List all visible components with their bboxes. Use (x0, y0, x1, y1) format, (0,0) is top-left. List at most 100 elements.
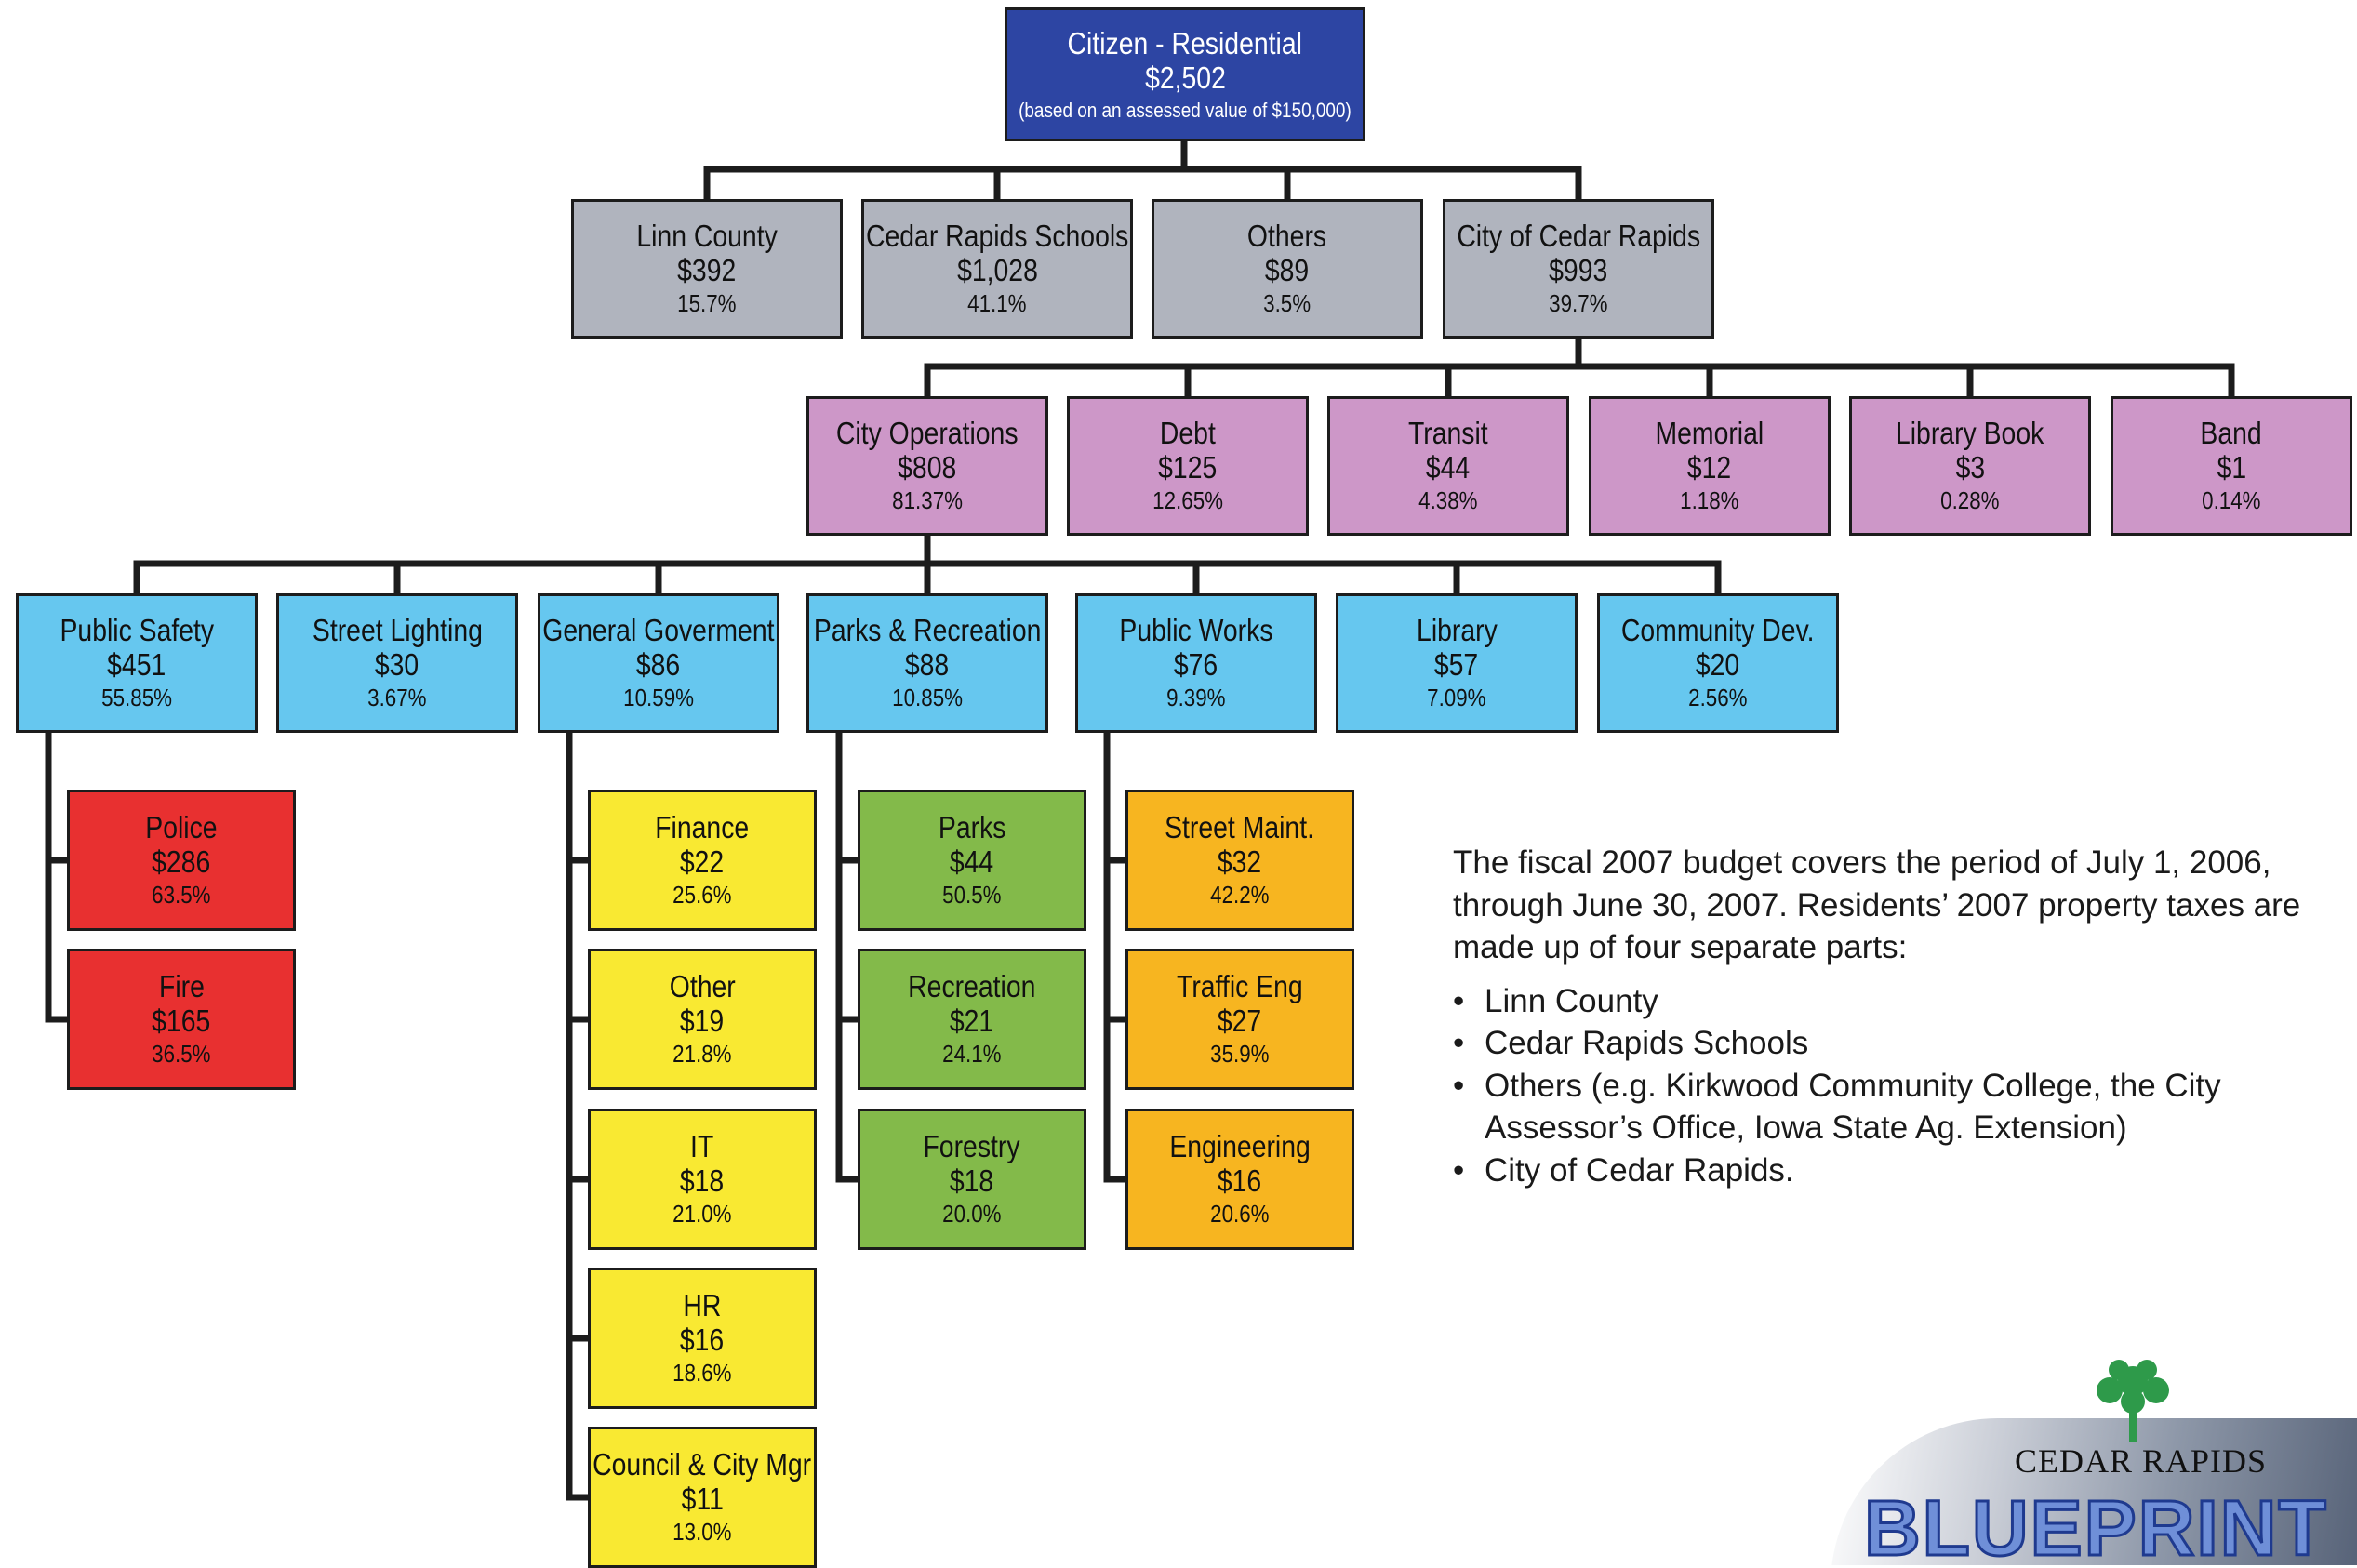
node-amount: $27 (1218, 1003, 1262, 1039)
node-percent: 50.5% (942, 881, 1002, 910)
node-amount: $125 (1158, 450, 1218, 485)
node-percent: 0.28% (1940, 486, 2000, 515)
node-name: Finance (655, 810, 750, 845)
node-percent: 41.1% (967, 289, 1027, 318)
tree-icon (2097, 1360, 2169, 1442)
node-name: Community Dev. (1621, 613, 1815, 648)
node-name: Library Book (1896, 416, 2044, 451)
node-name: Other (669, 969, 736, 1004)
node-percent: 9.39% (1166, 684, 1226, 712)
node-amount: $392 (677, 253, 737, 288)
node-amount: $1,028 (956, 253, 1038, 288)
node-name: Parks & Recreation (813, 613, 1042, 648)
node-name: Parks (938, 810, 1006, 845)
node-amount: $21 (950, 1003, 994, 1039)
node-percent: 10.59% (623, 684, 694, 712)
node-percent: 35.9% (1210, 1040, 1270, 1069)
node-amount: $993 (1549, 253, 1608, 288)
node-name: HR (683, 1288, 722, 1323)
node-name: Linn County (636, 219, 778, 254)
node-amount: $30 (375, 647, 419, 683)
node-amount: $18 (950, 1163, 994, 1199)
node-name: Others (1247, 219, 1327, 254)
node-amount: $11 (681, 1482, 724, 1517)
node-note: (based on an assessed value of $150,000) (1019, 98, 1352, 122)
node-amount: $12 (1687, 450, 1732, 485)
node-percent: 3.5% (1263, 289, 1312, 318)
node-amount: $3 (1955, 450, 1985, 485)
node-name: Fire (158, 969, 205, 1004)
node-amount: $22 (680, 844, 725, 880)
node-name: City Operations (836, 416, 1019, 451)
node-name: Citizen - Residential (1067, 25, 1303, 60)
node-percent: 0.14% (2202, 486, 2261, 515)
node-name: Debt (1160, 416, 1216, 451)
node-percent: 18.6% (672, 1359, 732, 1388)
node-percent: 36.5% (152, 1040, 211, 1069)
node-percent: 1.18% (1680, 486, 1739, 515)
node-name: Street Maint. (1165, 810, 1315, 845)
node-percent: 21.8% (672, 1040, 732, 1069)
node-percent: 81.37% (892, 486, 963, 515)
logo-blueprint-text: BLUEPRINT (1863, 1483, 2328, 1566)
skyline-backdrop (1831, 1418, 2357, 1565)
node-percent: 13.0% (672, 1518, 732, 1547)
description-bullet: City of Cedar Rapids. (1453, 1149, 2327, 1192)
node-percent: 20.0% (942, 1200, 1002, 1229)
node-amount: $44 (950, 844, 994, 880)
node-name: Public Safety (60, 613, 214, 648)
node-amount: $89 (1265, 253, 1310, 288)
node-name: Police (145, 810, 218, 845)
node-name: Library (1416, 613, 1498, 648)
node-amount: $286 (152, 844, 211, 880)
node-amount: $32 (1218, 844, 1262, 880)
node-name: General Goverment (542, 613, 775, 648)
node-amount: $19 (680, 1003, 725, 1039)
node-percent: 10.85% (892, 684, 963, 712)
description-paragraph: The fiscal 2007 budget covers the period… (1453, 844, 2301, 965)
node-name: Memorial (1655, 416, 1764, 451)
node-name: Recreation (908, 969, 1036, 1004)
node-percent: 4.38% (1418, 486, 1478, 515)
node-name: Cedar Rapids Schools (865, 219, 1129, 254)
node-amount: $88 (905, 647, 950, 683)
node-amount: $16 (680, 1322, 725, 1358)
node-percent: 25.6% (672, 881, 732, 910)
node-percent: 42.2% (1210, 881, 1270, 910)
description-bullet: Others (e.g. Kirkwood Community College,… (1453, 1065, 2327, 1149)
node-amount: $86 (636, 647, 681, 683)
node-name: Public Works (1119, 613, 1273, 648)
node-name: Council & City Mgr (593, 1447, 812, 1482)
node-percent: 12.65% (1152, 486, 1223, 515)
node-amount: $16 (1218, 1163, 1262, 1199)
node-percent: 21.0% (672, 1200, 732, 1229)
description-bullet-list: Linn County Cedar Rapids Schools Others … (1453, 980, 2327, 1192)
